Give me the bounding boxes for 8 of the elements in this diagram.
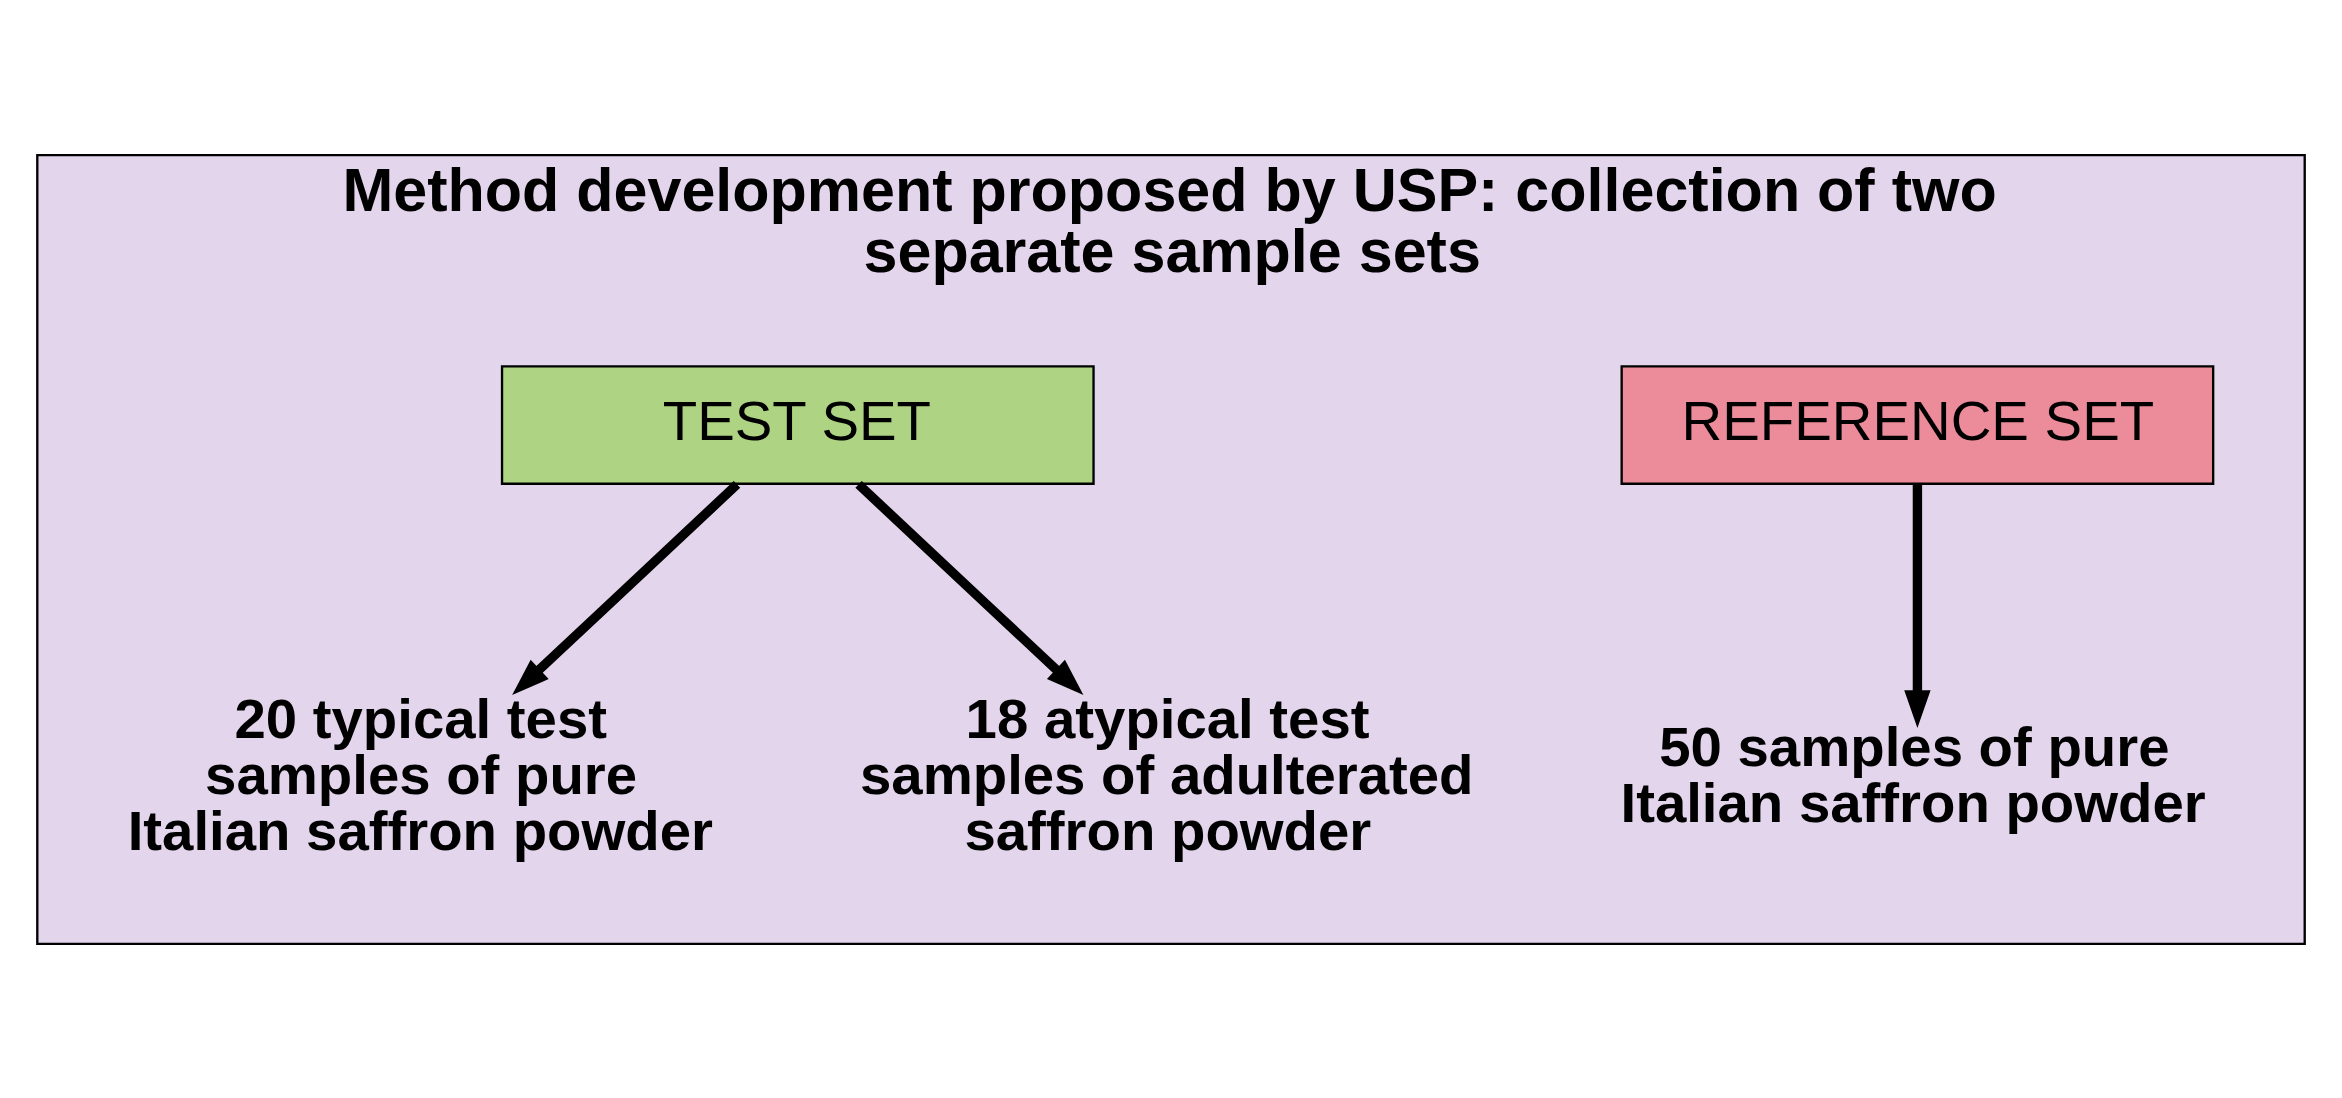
arrow xyxy=(1904,483,1931,728)
node-box: REFERENCE SET xyxy=(1620,364,2215,485)
arrow xyxy=(855,480,1084,695)
arrow xyxy=(512,480,741,695)
node-text: 50 samples of pure Italian saffron powder xyxy=(1620,714,2206,834)
node-box: TEST SET xyxy=(500,364,1095,485)
node-text: 20 typical test samples of pure Italian saffron powder xyxy=(127,686,713,862)
node-text: 18 atypical test samples of adulterated saffron powder xyxy=(859,686,1474,862)
